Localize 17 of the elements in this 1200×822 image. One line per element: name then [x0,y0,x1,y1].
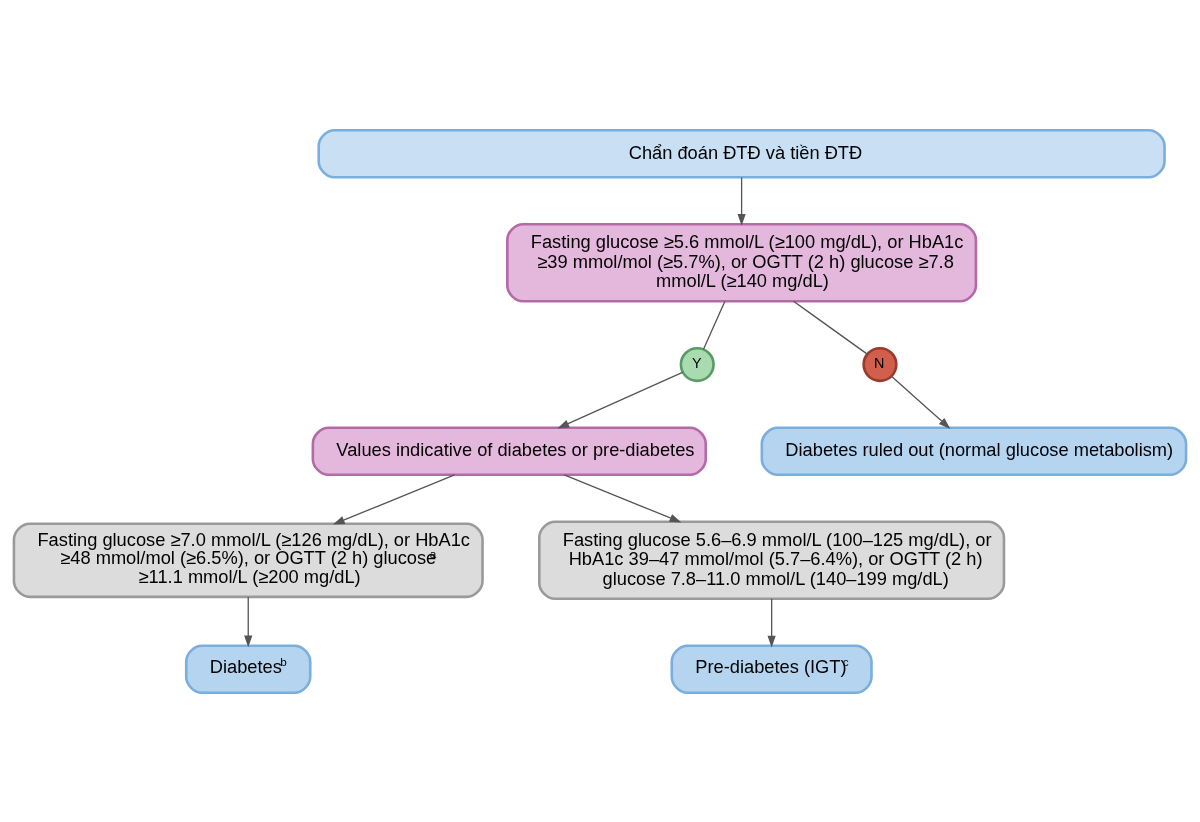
connector [702,300,726,350]
connector [792,300,868,355]
node-box: Chẩn đoán ĐTĐ và tiền ĐTĐ [317,128,1166,178]
node-box: Values indicative of diabetes or pre-diabetes [311,426,708,476]
arrow [563,473,682,522]
node-box: Fasting glucose ≥5.6 mmol/L (≥100 mg/dL), or HbA1c ≥39 mmol/mol (≥5.7%), or OGTT (2 h) glucose ≥7.8 mmol/L (≥140 mg/dL) [506,222,978,302]
node-circle: Y [679,346,715,382]
node-box: Diabetes$^{b}$ [184,644,312,694]
node-box: Fasting glucose 5.6–6.9 mmol/L (100–125 mg/dL), or HbA1c 39–47 mmol/mol (5.7–6.4%), or OGTT (2 h) glucose 7.8–11.0 mmol/L (140–199 mg/dL) [538,520,1006,600]
node-box: Diabetes ruled out (normal glucose metabolism) [760,426,1188,476]
node-circle: N [862,346,898,382]
arrow [557,371,684,428]
arrow [332,473,456,524]
arrow [767,597,776,647]
arrow [737,176,746,226]
arrow [890,375,951,429]
arrow [244,595,253,647]
